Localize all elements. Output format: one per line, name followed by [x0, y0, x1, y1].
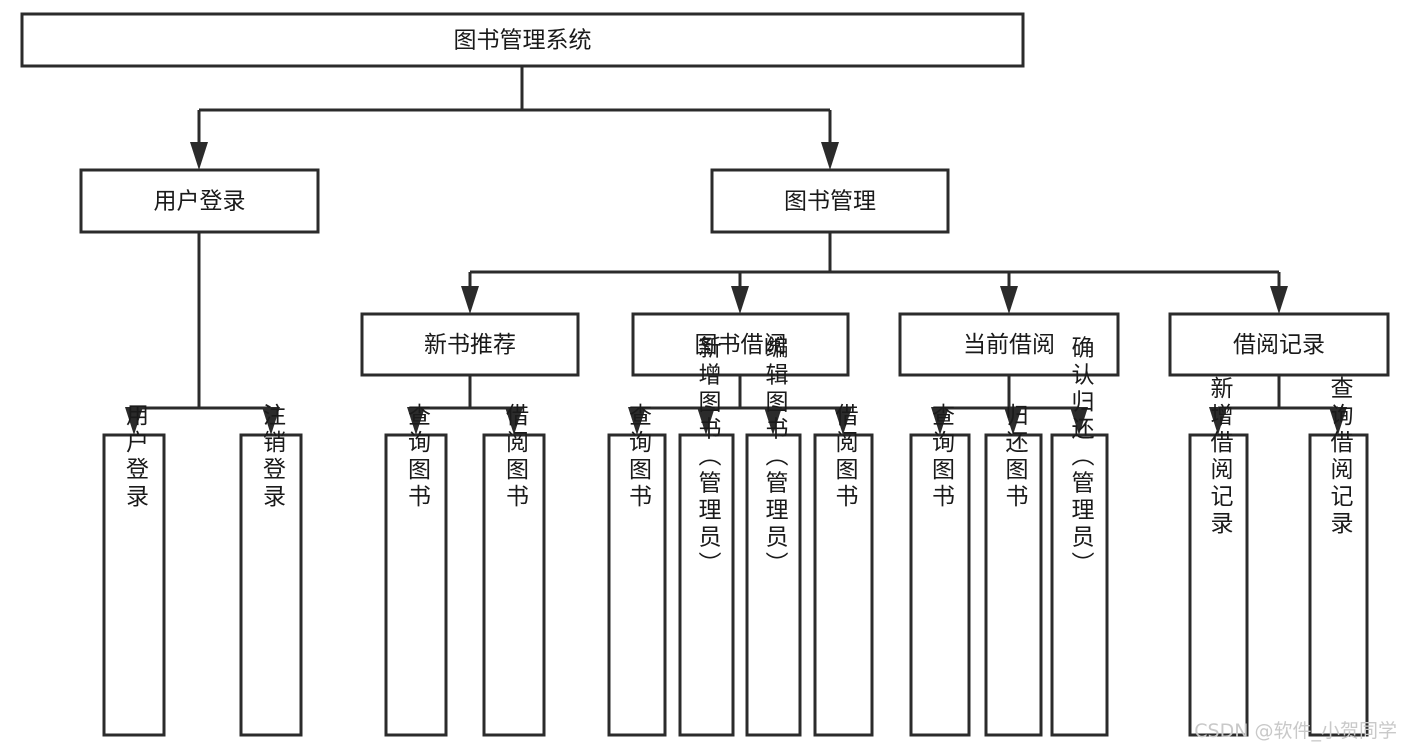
function-node-label-fn-borrow-book: 借阅图书 [831, 403, 859, 511]
function-node-fn-query-book[interactable]: 查询图书 [607, 403, 667, 737]
function-node-fn-borrow-book-rec[interactable]: 借阅图书 [482, 403, 546, 737]
function-node-fn-query-book-cur[interactable]: 查询图书 [909, 403, 971, 737]
root-node-box-root[interactable] [20, 12, 1025, 68]
manage-drop-1-arrowhead [731, 286, 749, 314]
submodule-node-label-new-book-recommend: 新书推荐 [424, 332, 516, 358]
group-new-book-recommend-drop-0-arrowhead [407, 407, 425, 435]
submodule-node-label-borrow-record: 借阅记录 [1233, 332, 1325, 358]
module-node-book-manage[interactable]: 图书管理 [710, 168, 950, 234]
module-node-label-book-manage: 图书管理 [784, 189, 876, 215]
submodule-node-box-book-borrow[interactable] [631, 312, 850, 377]
function-node-fn-edit-book[interactable]: 编辑图书（管理员） [745, 336, 802, 737]
module-node-box-user-login[interactable] [79, 168, 320, 234]
function-node-box-fn-query-book[interactable] [607, 433, 667, 737]
function-node-fn-return-book[interactable]: 归还图书 [984, 403, 1043, 737]
function-node-label-fn-query-book-cur: 查询图书 [928, 403, 956, 511]
root-drop-1-arrowhead [821, 142, 839, 170]
function-node-label-fn-return-book: 归还图书 [1001, 403, 1029, 511]
function-node-fn-query-record[interactable]: 查询借阅记录 [1308, 376, 1369, 737]
submodule-node-current-borrow[interactable]: 当前借阅 [898, 312, 1120, 377]
function-node-fn-add-record[interactable]: 新增借阅记录 [1188, 376, 1249, 737]
function-node-box-fn-edit-book[interactable] [745, 433, 802, 737]
function-node-box-fn-add-book[interactable] [678, 433, 735, 737]
group-borrow-record-drop-1-arrowhead [1329, 407, 1347, 435]
module-node-label-user-login: 用户登录 [154, 189, 246, 215]
function-node-box-fn-borrow-book[interactable] [813, 433, 874, 737]
module-node-user-login[interactable]: 用户登录 [79, 168, 320, 234]
connector-layer [125, 66, 1347, 435]
manage-drop-3-arrowhead [1270, 286, 1288, 314]
function-node-box-fn-query-record[interactable] [1308, 433, 1369, 737]
group-current-borrow-drop-0-arrowhead [931, 407, 949, 435]
module-node-box-book-manage[interactable] [710, 168, 950, 234]
submodule-node-label-book-borrow: 图书借阅 [695, 332, 787, 358]
submodule-node-label-current-borrow: 当前借阅 [963, 332, 1055, 358]
submodule-node-new-book-recommend[interactable]: 新书推荐 [360, 312, 580, 377]
function-node-label-fn-user-login: 用户登录 [122, 403, 150, 511]
function-node-label-fn-query-record: 查询借阅记录 [1326, 376, 1354, 538]
function-node-fn-add-book[interactable]: 新增图书（管理员） [678, 336, 735, 737]
function-node-box-fn-user-logout[interactable] [239, 433, 303, 737]
function-node-fn-borrow-book[interactable]: 借阅图书 [813, 403, 874, 737]
function-node-box-fn-confirm-return[interactable] [1050, 433, 1109, 737]
group-book-borrow-drop-1-arrowhead [697, 407, 715, 435]
manage-drop-2-arrowhead [1000, 286, 1018, 314]
submodule-node-book-borrow[interactable]: 图书借阅 [631, 312, 850, 377]
function-node-fn-user-logout[interactable]: 注销登录 [239, 403, 303, 737]
function-node-label-fn-edit-book: 编辑图书（管理员） [761, 336, 789, 579]
function-node-box-fn-return-book[interactable] [984, 433, 1043, 737]
group-book-borrow-drop-2-arrowhead [764, 407, 782, 435]
group-new-book-recommend-drop-1-arrowhead [505, 407, 523, 435]
function-node-fn-confirm-return[interactable]: 确认归还（管理员） [1050, 336, 1109, 737]
group-book-borrow-drop-3-arrowhead [834, 407, 852, 435]
function-node-label-fn-borrow-book-rec: 借阅图书 [502, 403, 530, 511]
function-node-box-fn-user-login[interactable] [102, 433, 166, 737]
function-node-label-fn-add-book: 新增图书（管理员） [694, 336, 722, 579]
function-node-label-fn-query-book: 查询图书 [625, 403, 653, 511]
root-node-root[interactable]: 图书管理系统 [20, 12, 1025, 68]
function-node-box-fn-query-book-cur[interactable] [909, 433, 971, 737]
group-current-borrow-drop-2-arrowhead [1070, 407, 1088, 435]
group-book-borrow-drop-0-arrowhead [628, 407, 646, 435]
login-drop-1-arrowhead [262, 407, 280, 435]
function-node-label-fn-confirm-return: 确认归还（管理员） [1067, 336, 1095, 579]
root-node-label-root: 图书管理系统 [454, 28, 592, 54]
function-node-fn-user-login[interactable]: 用户登录 [102, 403, 166, 737]
manage-drop-0-arrowhead [461, 286, 479, 314]
group-current-borrow-drop-1-arrowhead [1004, 407, 1022, 435]
function-node-fn-query-book-rec[interactable]: 查询图书 [384, 403, 448, 737]
function-node-box-fn-query-book-rec[interactable] [384, 433, 448, 737]
function-node-box-fn-add-record[interactable] [1188, 433, 1249, 737]
root-drop-0-arrowhead [190, 142, 208, 170]
login-drop-0-arrowhead [125, 407, 143, 435]
function-node-box-fn-borrow-book-rec[interactable] [482, 433, 546, 737]
group-borrow-record-drop-0-arrowhead [1209, 407, 1227, 435]
function-node-label-fn-query-book-rec: 查询图书 [404, 403, 432, 511]
submodule-node-borrow-record[interactable]: 借阅记录 [1168, 312, 1390, 377]
node-layer: 图书管理系统用户登录图书管理新书推荐图书借阅当前借阅借阅记录用户登录注销登录查询… [20, 12, 1390, 737]
submodule-node-box-current-borrow[interactable] [898, 312, 1120, 377]
submodule-node-box-borrow-record[interactable] [1168, 312, 1390, 377]
function-node-label-fn-user-logout: 注销登录 [259, 403, 287, 511]
function-node-label-fn-add-record: 新增借阅记录 [1206, 376, 1234, 538]
submodule-node-box-new-book-recommend[interactable] [360, 312, 580, 377]
